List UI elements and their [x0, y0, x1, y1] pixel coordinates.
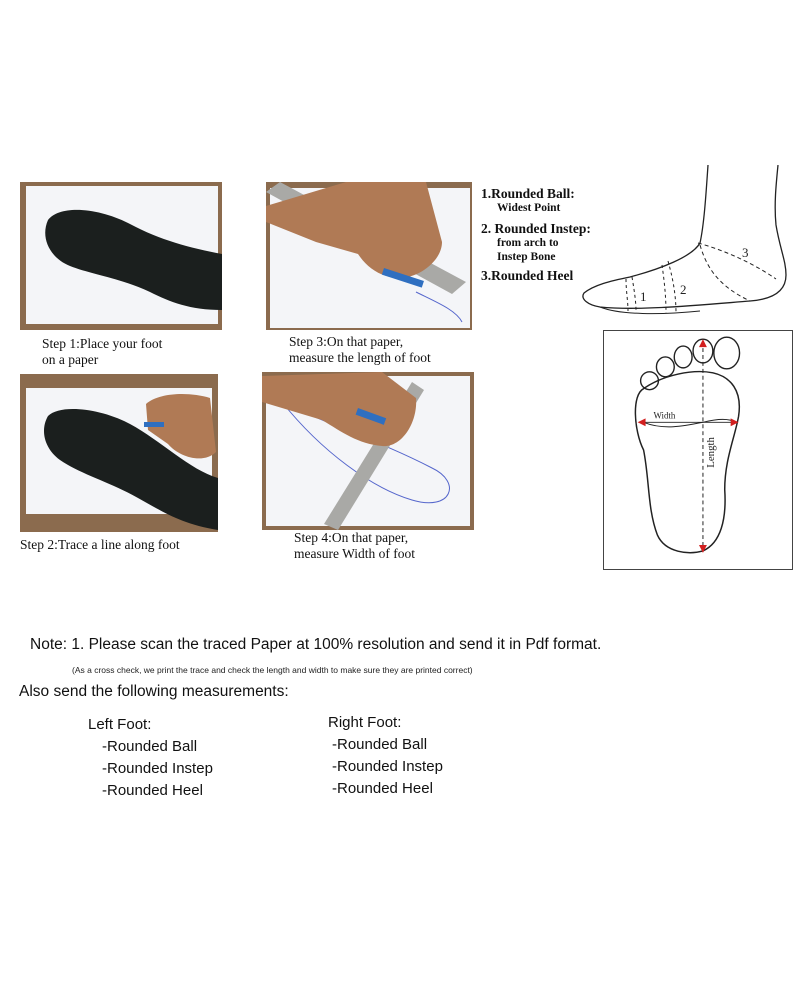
list-item: -Rounded Heel [102, 782, 203, 799]
sole-diagram: Width Length [603, 330, 793, 570]
legend-item-3-title: 3.Rounded Heel [481, 268, 574, 283]
left-foot-title: Left Foot: [88, 716, 152, 733]
legend-item-2-sub1: from arch to [497, 237, 559, 249]
step2-caption: Step 2:Trace a line along foot [20, 537, 180, 552]
sole-length-label: Length [705, 436, 717, 467]
side-diagram-label-2: 2 [680, 282, 687, 297]
list-item: -Rounded Ball [332, 736, 428, 753]
side-foot-diagram: 1 2 3 [580, 165, 795, 315]
list-item: -Rounded Ball [102, 738, 198, 755]
list-item: -Rounded Instep [102, 760, 213, 777]
right-foot-title: Right Foot: [328, 714, 402, 731]
measurement-legend: 1.Rounded Ball: Widest Point 2. Rounded … [481, 186, 641, 283]
step2-photo [20, 374, 218, 532]
step1-caption: Step 1:Place your foot on a paper [42, 336, 163, 367]
legend-item-2-title: 2. Rounded Instep: [481, 221, 591, 236]
legend-item-1-title: 1.Rounded Ball: [481, 186, 575, 201]
list-item: -Rounded Heel [332, 780, 433, 797]
list-item: -Rounded Instep [332, 758, 443, 775]
side-diagram-label-3: 3 [742, 245, 749, 260]
step4-photo [262, 372, 474, 530]
step4-caption: Step 4:On that paper, measure Width of f… [294, 530, 416, 561]
step3-photo [266, 182, 472, 330]
side-diagram-label-1: 1 [640, 289, 647, 304]
legend-item-2-sub2: Instep Bone [497, 251, 556, 263]
also-send-heading: Also send the following measurements: [19, 683, 289, 700]
legend-item-1-sub: Widest Point [497, 202, 561, 214]
note-sub: (As a cross check, we print the trace an… [72, 665, 473, 675]
right-foot-list: Right Foot: -Rounded Ball -Rounded Inste… [328, 712, 443, 800]
step1-photo [20, 182, 222, 330]
left-foot-list: Left Foot: -Rounded Ball -Rounded Instep… [88, 714, 213, 802]
note-main: Note: 1. Please scan the traced Paper at… [30, 636, 602, 653]
sole-width-label: Width [653, 410, 675, 420]
step3-caption: Step 3:On that paper, measure the length… [289, 334, 431, 365]
